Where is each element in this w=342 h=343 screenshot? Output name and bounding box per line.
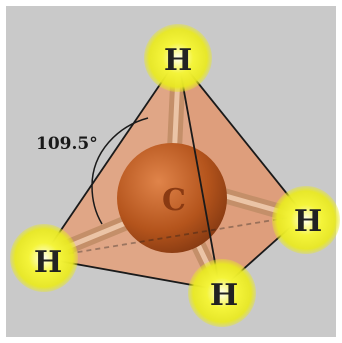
hydrogen-label-right: H [294, 204, 322, 239]
angle-arc [91, 117, 149, 225]
angle-label: 109.5° [36, 134, 98, 154]
hydrogen-atom-top: H [144, 24, 212, 92]
hydrogen-atom-left: H [10, 224, 78, 292]
carbon-label: C [162, 183, 186, 218]
hydrogen-label-top: H [164, 43, 192, 78]
hydrogen-label-left: H [34, 245, 62, 280]
hydrogen-label-bottom: H [210, 278, 238, 313]
carbon-atom [117, 143, 227, 253]
hydrogen-atom-right: H [272, 186, 340, 254]
hydrogen-atom-bottom: H [188, 259, 256, 327]
